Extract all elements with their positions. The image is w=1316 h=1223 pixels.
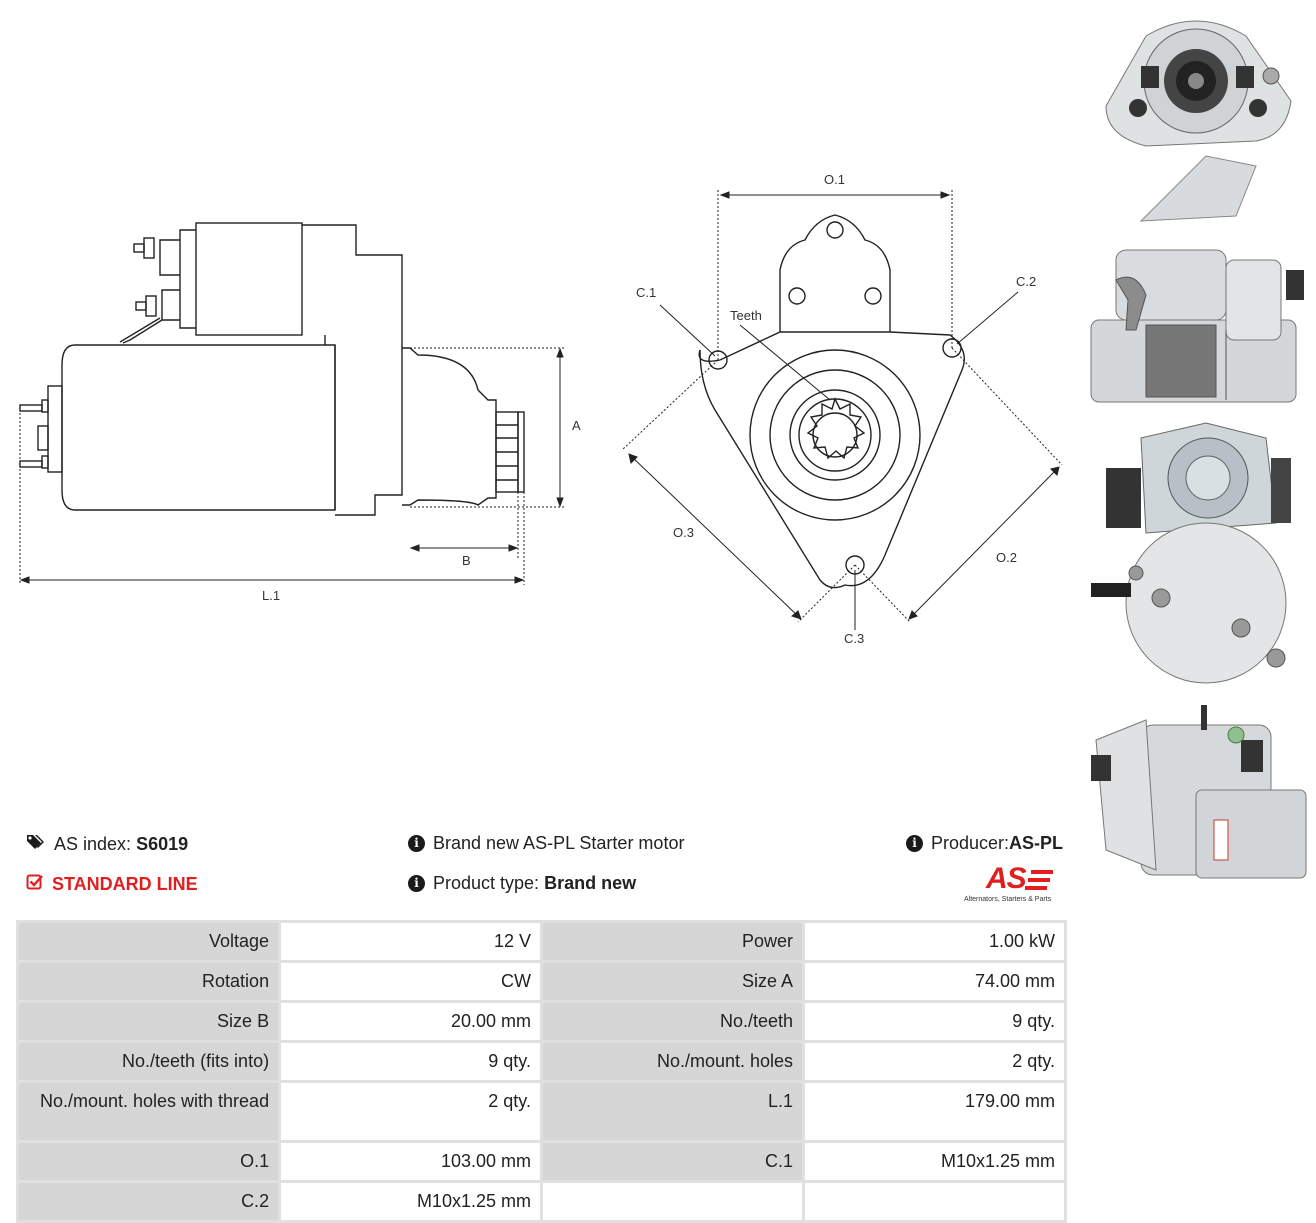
- starter-top-view[interactable]: [1086, 700, 1310, 886]
- spec-label: C.1: [539, 1140, 806, 1183]
- spec-value: 9 qty.: [802, 1000, 1067, 1043]
- spec-value: M10x1.25 mm: [278, 1180, 543, 1223]
- spec-value: CW: [278, 960, 543, 1003]
- spec-value: 74.00 mm: [802, 960, 1067, 1003]
- product-line: STANDARD LINE: [26, 873, 198, 896]
- table-row: No./mount. holes with thread 2 qty. L.1 …: [15, 1080, 1067, 1143]
- spec-label: No./teeth (fits into): [15, 1040, 282, 1083]
- check-square-icon: [26, 873, 44, 896]
- spec-label: L.1: [539, 1080, 806, 1143]
- as-index-label: AS index:: [54, 834, 132, 854]
- as-index: AS index: S6019: [26, 833, 188, 856]
- dim-label-a: A: [572, 418, 581, 433]
- spec-label: Power: [539, 920, 806, 963]
- tags-icon: [26, 833, 46, 856]
- dim-label-c1: C.1: [636, 285, 656, 300]
- dim-label-c2: C.2: [1016, 274, 1036, 289]
- spec-label: Rotation: [15, 960, 282, 1003]
- spec-value: 12 V: [278, 920, 543, 963]
- table-row: Size B 20.00 mm No./teeth 9 qty.: [15, 1000, 1067, 1043]
- standard-line-label: STANDARD LINE: [52, 874, 198, 894]
- dim-label-o1: O.1: [824, 172, 845, 187]
- table-row: Voltage 12 V Power 1.00 kW: [15, 920, 1067, 963]
- dim-label-c3: C.3: [844, 631, 864, 646]
- starter-rear-view[interactable]: [1086, 418, 1310, 688]
- dim-label-teeth: Teeth: [730, 308, 762, 323]
- spec-value: 1.00 kW: [802, 920, 1067, 963]
- producer-value: AS-PL: [1009, 833, 1064, 853]
- as-pl-logo: AS Alternators, Starters & Parts: [964, 864, 1068, 908]
- table-row: C.2 M10x1.25 mm: [15, 1180, 1067, 1223]
- dim-label-o2: O.2: [996, 550, 1017, 565]
- table-row: O.1 103.00 mm C.1 M10x1.25 mm: [15, 1140, 1067, 1183]
- spec-label: O.1: [15, 1140, 282, 1183]
- table-row: No./teeth (fits into) 9 qty. No./mount. …: [15, 1040, 1067, 1083]
- info-icon: i: [906, 835, 923, 852]
- logo-mark: AS: [986, 862, 1027, 895]
- product-type-value: Brand new: [544, 873, 637, 893]
- description-text: Brand new AS-PL Starter motor: [433, 833, 685, 853]
- spec-label: No./teeth: [539, 1000, 806, 1043]
- spec-label: No./mount. holes with thread: [15, 1080, 282, 1143]
- producer: i Producer: AS-PL: [906, 833, 1063, 854]
- spec-value: 103.00 mm: [278, 1140, 543, 1183]
- starter-front-view[interactable]: [1086, 6, 1310, 234]
- dim-label-l1: L.1: [262, 588, 280, 603]
- dim-label-o3: O.3: [673, 525, 694, 540]
- product-type: i Product type: Brand new: [408, 873, 636, 894]
- spec-value: 2 qty.: [278, 1080, 543, 1143]
- spec-label: No./mount. holes: [539, 1040, 806, 1083]
- spec-empty: [802, 1180, 1067, 1223]
- spec-value: 9 qty.: [278, 1040, 543, 1083]
- spec-value: 20.00 mm: [278, 1000, 543, 1043]
- spec-value: 179.00 mm: [802, 1080, 1067, 1143]
- as-index-value: S6019: [136, 834, 189, 854]
- starter-side-view[interactable]: [1086, 240, 1310, 408]
- spec-value: M10x1.25 mm: [802, 1140, 1067, 1183]
- spec-label: Size B: [15, 1000, 282, 1043]
- front-view-drawing: O.1 C.1 C.2 Teeth O.3 O.2 C.3: [621, 172, 1063, 646]
- spec-label: Voltage: [15, 920, 282, 963]
- spec-label: Size A: [539, 960, 806, 1003]
- table-row: Rotation CW Size A 74.00 mm: [15, 960, 1067, 1003]
- logo-tagline: Alternators, Starters & Parts: [964, 896, 1052, 903]
- info-icon: i: [408, 835, 425, 852]
- product-type-label: Product type:: [433, 873, 540, 893]
- producer-label: Producer:: [931, 833, 1010, 853]
- spec-label: C.2: [15, 1180, 282, 1223]
- info-icon: i: [408, 875, 425, 892]
- spec-table: Voltage 12 V Power 1.00 kW Rotation CW S…: [15, 920, 1067, 1223]
- dim-label-b: B: [462, 553, 471, 568]
- spec-empty: [539, 1180, 806, 1223]
- spec-value: 2 qty.: [802, 1040, 1067, 1083]
- product-description: i Brand new AS-PL Starter motor: [408, 833, 684, 854]
- side-view-drawing: A B L.1: [19, 222, 581, 603]
